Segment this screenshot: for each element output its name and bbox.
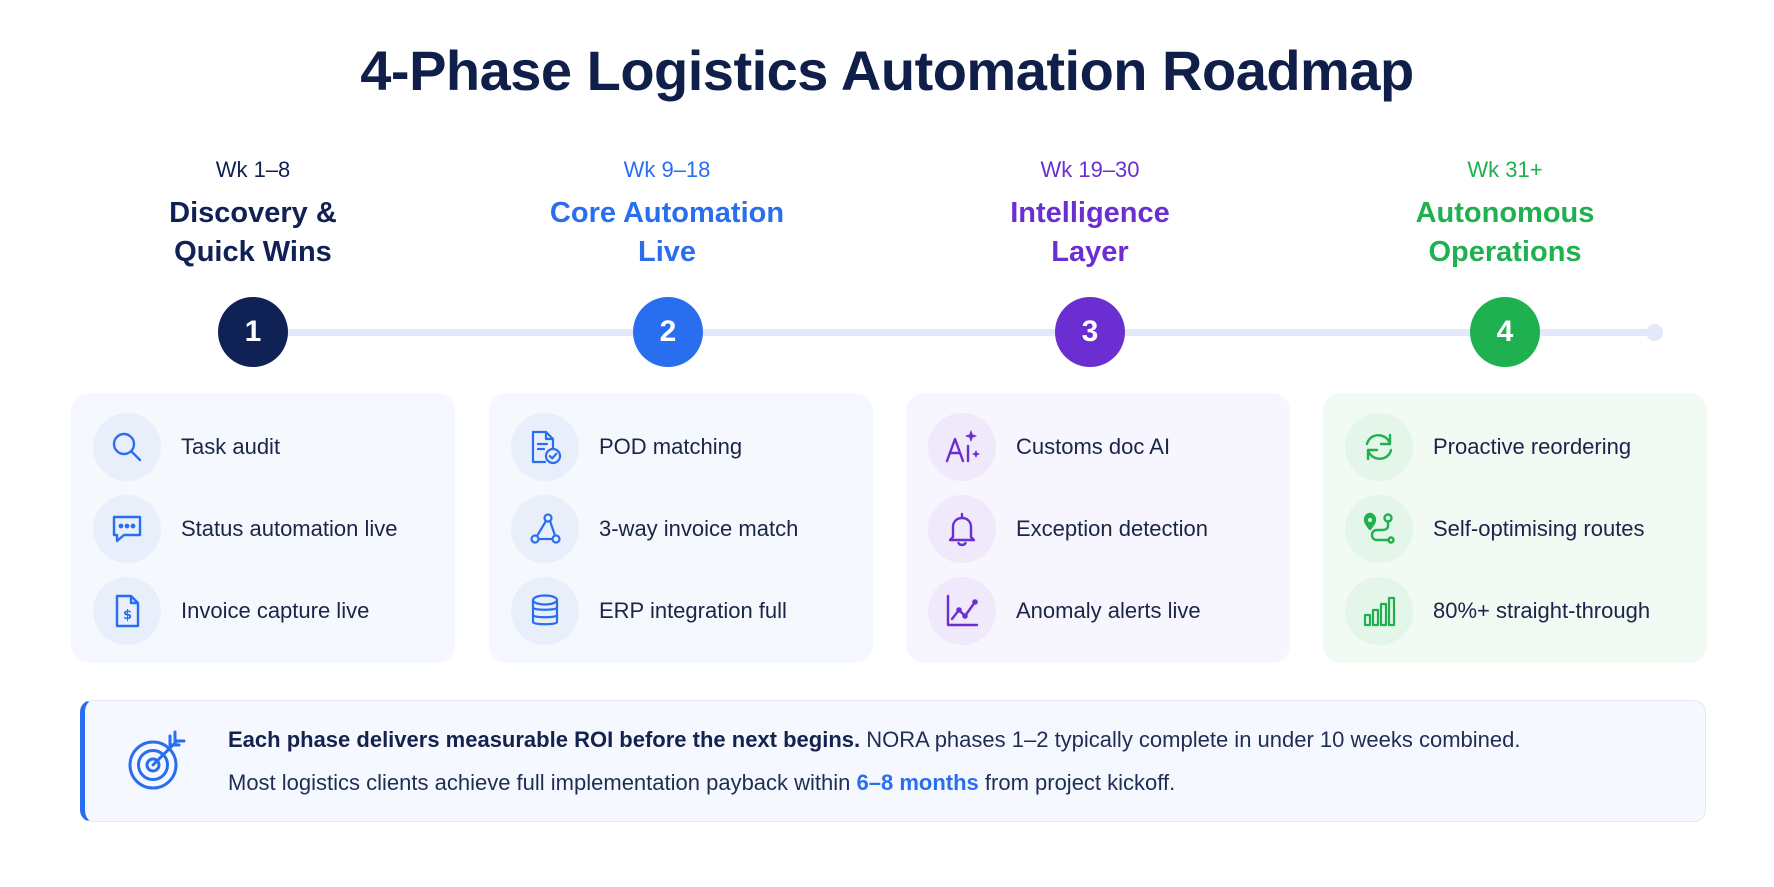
document-check-icon <box>511 413 579 481</box>
phase-2-title-line1: Core Automation <box>549 197 785 229</box>
phase-1-card: Task audit Status automation live $ Invo… <box>71 393 455 663</box>
list-item: Customs doc AI <box>928 413 1290 481</box>
bell-icon <box>928 495 996 563</box>
page-title: 4-Phase Logistics Automation Roadmap <box>360 39 1414 102</box>
refresh-icon <box>1345 413 1413 481</box>
item-label: Self-optimising routes <box>1433 516 1645 541</box>
phase-3-week: Wk 19–30 <box>1040 157 1140 182</box>
banner-emphasis: Each phase delivers measurable ROI befor… <box>228 727 861 752</box>
banner-line-2-text-start: Most logistics clients achieve full impl… <box>228 770 857 795</box>
list-item: Proactive reordering <box>1345 413 1707 481</box>
phase-2-card: POD matching 3-way invoice match ERP int… <box>489 393 873 663</box>
phase-4-week: Wk 31+ <box>1467 157 1543 182</box>
chat-icon <box>93 495 161 563</box>
list-item: POD matching <box>511 413 873 481</box>
item-label: Customs doc AI <box>1016 434 1171 459</box>
item-label: POD matching <box>599 434 743 459</box>
bar-chart-icon <box>1345 577 1413 645</box>
list-item: Self-optimising routes <box>1345 495 1707 563</box>
item-label: ERP integration full <box>599 598 787 623</box>
phase-4-header: Wk 31+ Autonomous Operations <box>1305 150 1705 272</box>
phase-4-title-line2: Operations <box>1428 236 1582 268</box>
phase-4-title-line1: Autonomous <box>1415 197 1595 229</box>
list-item: 3-way invoice match <box>511 495 873 563</box>
phase-4-title: Autonomous Operations <box>1305 194 1705 272</box>
invoice-icon: $ <box>93 577 161 645</box>
list-item: $ Invoice capture live <box>93 577 455 645</box>
line-chart-icon <box>928 577 996 645</box>
phase-2-title-line2: Live <box>637 236 697 268</box>
phase-1-header: Wk 1–8 Discovery & Quick Wins <box>53 150 453 272</box>
phase-2-week: Wk 9–18 <box>623 157 711 182</box>
phase-2-header: Wk 9–18 Core Automation Live <box>467 150 867 272</box>
item-label: Invoice capture live <box>181 598 370 623</box>
ai-sparkle-icon <box>928 413 996 481</box>
phase-1-title-line1: Discovery & <box>169 197 337 229</box>
list-item: Task audit <box>93 413 455 481</box>
phase-1-title-line2: Quick Wins <box>174 236 332 268</box>
list-item: Anomaly alerts live <box>928 577 1290 645</box>
banner-line-2-text-end: from project kickoff. <box>978 770 1176 795</box>
item-label: Exception detection <box>1016 516 1209 541</box>
search-icon <box>93 413 161 481</box>
list-item: ERP integration full <box>511 577 873 645</box>
banner-line-1-text: NORA phases 1–2 typically complete in un… <box>860 727 1521 752</box>
banner-line-2: Most logistics clients achieve full impl… <box>228 770 1175 796</box>
target-icon <box>128 730 186 790</box>
list-item: Status automation live <box>93 495 455 563</box>
phase-2-title: Core Automation Live <box>467 194 867 272</box>
phase-3-card: Customs doc AI Exception detection Anoma… <box>906 393 1290 663</box>
item-label: Proactive reordering <box>1433 434 1632 459</box>
list-item: 80%+ straight-through <box>1345 577 1707 645</box>
timeline-track <box>252 329 1654 336</box>
item-label: Task audit <box>181 434 281 459</box>
svg-text:$: $ <box>123 608 132 623</box>
network-icon <box>511 495 579 563</box>
phase-3-node: 3 <box>1055 297 1125 367</box>
phase-1-week: Wk 1–8 <box>215 157 291 182</box>
route-icon <box>1345 495 1413 563</box>
item-label: 80%+ straight-through <box>1433 598 1651 623</box>
timeline-end-dot <box>1646 324 1663 341</box>
list-item: Exception detection <box>928 495 1290 563</box>
phase-2-node: 2 <box>633 297 703 367</box>
phase-3-title-line1: Intelligence <box>1010 197 1170 229</box>
database-icon <box>511 577 579 645</box>
phase-4-node: 4 <box>1470 297 1540 367</box>
roi-callout-banner: Each phase delivers measurable ROI befor… <box>80 700 1706 822</box>
phase-3-title-line2: Layer <box>1051 236 1129 268</box>
phase-1-node: 1 <box>218 297 288 367</box>
payback-highlight: 6–8 months <box>856 770 979 795</box>
phase-4-card: Proactive reordering Self-optimising rou… <box>1323 393 1707 663</box>
phase-1-title: Discovery & Quick Wins <box>53 194 453 272</box>
item-label: Anomaly alerts live <box>1016 598 1201 623</box>
item-label: 3-way invoice match <box>599 516 799 541</box>
phase-3-title: Intelligence Layer <box>890 194 1290 272</box>
item-label: Status automation live <box>181 516 398 541</box>
banner-line-1: Each phase delivers measurable ROI befor… <box>228 727 1520 753</box>
phase-3-header: Wk 19–30 Intelligence Layer <box>890 150 1290 272</box>
